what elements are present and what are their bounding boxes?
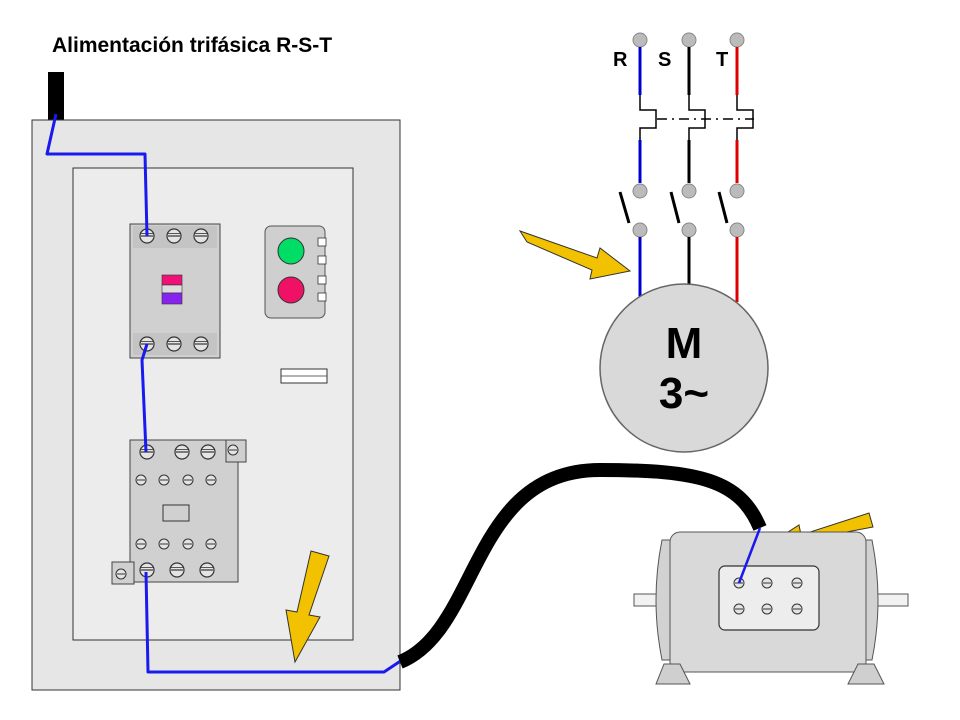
breaker-toggle-off	[161, 292, 183, 305]
thermal-relay-symbol	[639, 95, 754, 140]
electrical-panel	[31, 119, 401, 691]
phase-label-r: R	[613, 49, 628, 71]
motor-terminal-box	[718, 565, 820, 631]
circuit-breaker	[129, 223, 221, 359]
motor-phase-count: 3~	[659, 369, 709, 418]
phase-label-s: S	[658, 49, 671, 71]
arrow-panel-output	[285, 550, 330, 664]
motor-supply-cable	[397, 462, 767, 669]
diagram-title: Alimentación trifásica R-S-T	[52, 34, 332, 57]
motor-schematic: R S T	[599, 32, 769, 453]
start-button	[277, 237, 305, 265]
motor-terminal-wire	[737, 527, 762, 584]
push-button-station	[264, 225, 327, 319]
phase-label-t: T	[716, 49, 728, 71]
arrow-motor-phase	[518, 230, 632, 280]
panel-wiring	[45, 113, 403, 674]
contactor-switch-symbol	[618, 191, 729, 224]
breaker-toggle-on	[161, 274, 183, 286]
contactor	[111, 439, 247, 585]
electric-motor	[633, 527, 909, 685]
stop-button	[277, 276, 305, 304]
motor-letter: M	[666, 319, 703, 368]
incoming-power-cable	[48, 72, 64, 120]
motor-shaft-right	[875, 593, 909, 607]
motor-symbol	[599, 283, 769, 453]
